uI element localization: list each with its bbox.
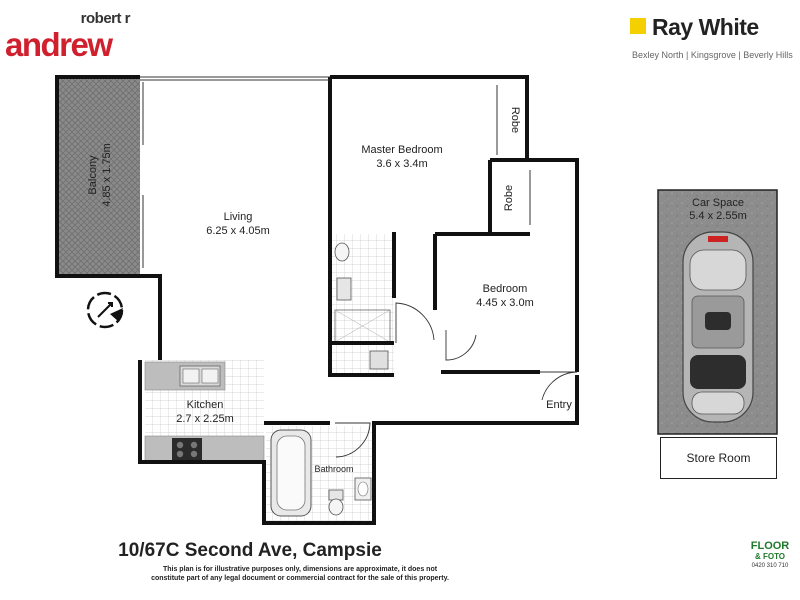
master-bedroom-label: Master Bedroom	[361, 144, 442, 156]
living-dims: 6.25 x 4.05m	[206, 225, 270, 237]
bathroom-label: Bathroom	[314, 464, 353, 474]
bedroom-dims: 4.45 x 3.0m	[476, 297, 533, 309]
property-address: 10/67C Second Ave, Campsie	[118, 540, 382, 561]
store-room: Store Room	[660, 437, 777, 479]
floor-and-foto-line1: FLOOR	[750, 540, 790, 552]
agency-logo-main: andrew	[5, 26, 113, 63]
floor-and-foto-phone: 0420 310 710	[751, 563, 789, 570]
living-label: Living	[224, 211, 253, 223]
balcony-label: Balcony	[87, 155, 99, 195]
car-space-label: Car Space	[692, 197, 744, 209]
car-icon	[682, 231, 754, 423]
walls	[55, 75, 579, 525]
compass-icon	[86, 291, 124, 329]
agency-logo: robert r andrew	[5, 10, 140, 63]
car-space-dims: 5.4 x 2.55m	[689, 210, 746, 222]
master-bedroom-dims: 3.6 x 3.4m	[376, 158, 427, 170]
ensuite-fixtures	[334, 242, 391, 370]
ray-white-name: Ray White	[652, 14, 759, 40]
bathroom-sink-icon	[354, 477, 372, 501]
floor-and-foto-logo: FLOOR & FOTO 0420 310 710	[740, 540, 800, 590]
kitchen-bench-bottom	[144, 435, 265, 463]
entry-label: Entry	[546, 399, 572, 411]
floor-and-foto-line2: & FOTO	[754, 552, 786, 562]
balcony-floor	[57, 79, 140, 274]
robe-2-label: Robe	[503, 185, 515, 211]
bedroom-label: Bedroom	[483, 283, 528, 295]
agency-logo-top: robert r	[80, 10, 131, 27]
store-room-label: Store Room	[686, 451, 751, 465]
cooktop-icon	[172, 438, 202, 460]
windows	[140, 76, 531, 268]
kitchen-dims: 2.7 x 2.25m	[176, 413, 233, 425]
robe-1-label: Robe	[509, 107, 521, 133]
ray-white-mark-icon	[630, 18, 646, 34]
ray-white-suburbs: Bexley North | Kingsgrove | Beverly Hill…	[632, 50, 793, 60]
sink-icon	[179, 365, 221, 387]
doors	[335, 302, 578, 458]
balcony-dims: 4.85 x 1.75m	[101, 143, 113, 207]
toilet-icon	[328, 489, 344, 516]
ray-white-logo: Ray White Bexley North | Kingsgrove | Be…	[620, 12, 800, 62]
kitchen-label: Kitchen	[187, 399, 224, 411]
bathtub-icon	[270, 429, 312, 517]
disclaimer-text: This plan is for illustrative purposes o…	[151, 566, 449, 582]
